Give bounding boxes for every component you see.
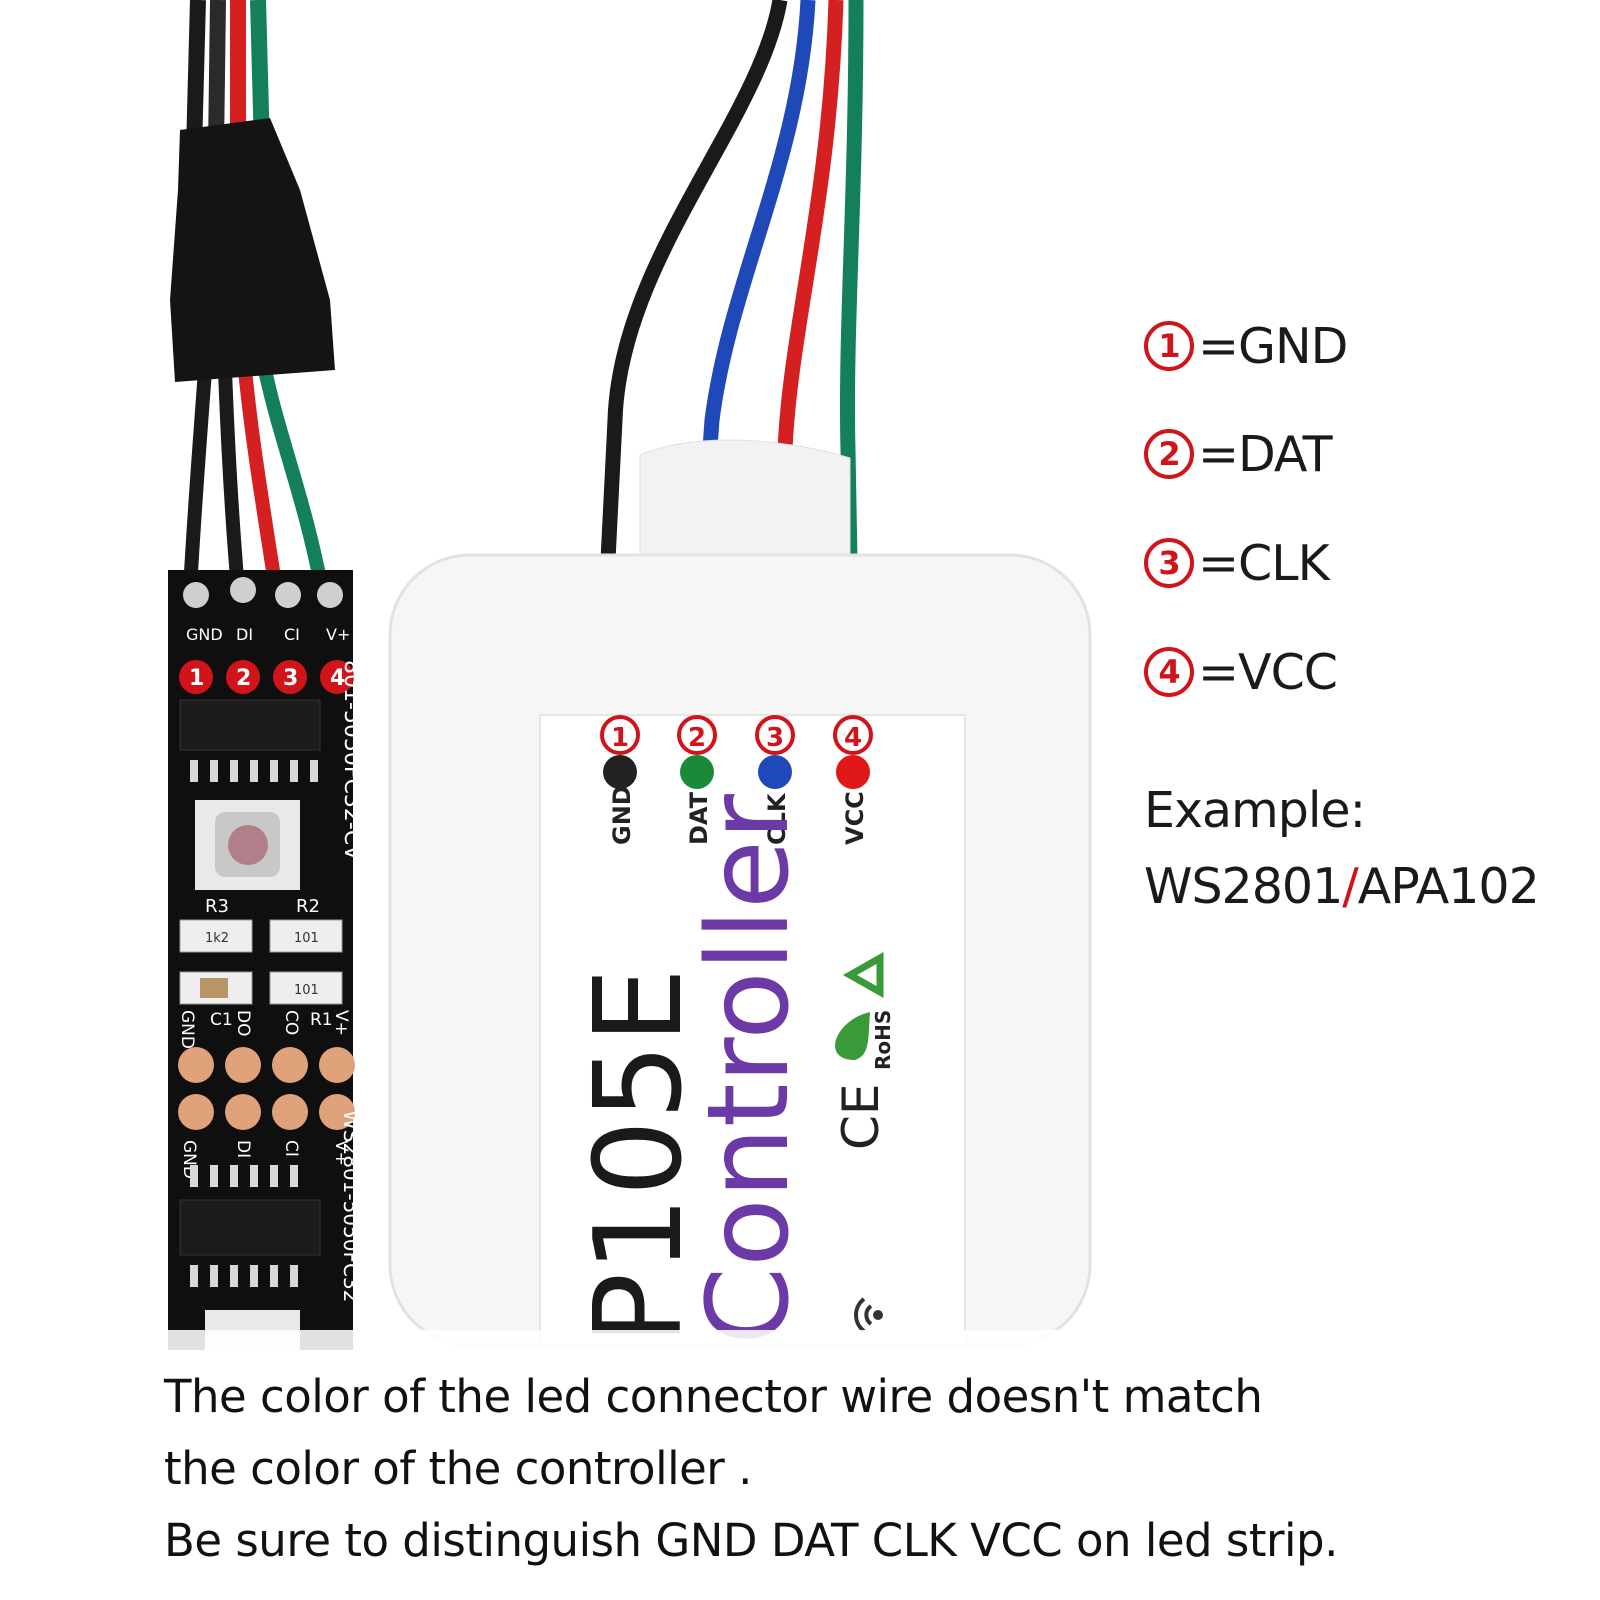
controller-name: Controller: [684, 793, 814, 1345]
leaf-icon: [835, 1012, 870, 1060]
controller-pin-number: 4: [844, 723, 862, 753]
controller-pin-label: DAT: [685, 791, 713, 845]
strip-top-pin-label: GND: [186, 625, 223, 644]
controller-pin-label: GND: [608, 785, 636, 845]
legend-label: =CLK: [1198, 534, 1330, 592]
wifi-icon: [854, 1297, 883, 1333]
strip-number-badge: 2: [236, 666, 251, 691]
legend-row-gnd: 1 =GND: [1144, 316, 1348, 376]
strip-mid-pin-label: V+: [331, 1010, 351, 1036]
strip-top-pin-label: DI: [236, 625, 253, 644]
note-line-3: Be sure to distinguish GND DAT CLK VCC o…: [164, 1514, 1338, 1567]
pin-dot-vcc: [836, 755, 870, 789]
controller-pin-legend: 1 2 3 4 GND DAT CLK VCC: [600, 715, 873, 845]
strip-number-badge: 4: [330, 666, 345, 691]
controller-body: [388, 439, 1092, 1347]
strip-mid-pin-label: DO: [233, 1010, 253, 1036]
legend-row-clk: 3 =CLK: [1144, 533, 1330, 593]
ic-chip: [179, 699, 321, 751]
pin-dot-gnd: [603, 755, 637, 789]
note-line-2: the color of the controller .: [164, 1442, 752, 1495]
pin-dot-clk: [758, 755, 792, 789]
strip-res-label: R1: [310, 1010, 333, 1030]
cert-marks: CE RoHS: [832, 951, 895, 1333]
strip-number-badge: 1: [189, 666, 204, 691]
resistor-code: 101: [294, 983, 319, 998]
strip-bot-pin-label: V+: [331, 1140, 351, 1166]
ic-chip: [179, 1199, 321, 1256]
controller-pin-label: CLK: [763, 792, 791, 845]
note-line-1: The color of the led connector wire does…: [164, 1370, 1263, 1423]
strip-top-pin-label: V+: [326, 625, 350, 644]
strip-number-badge: 3: [283, 666, 298, 691]
controller-pin-number: 1: [611, 723, 629, 753]
resistor-code: 1k2: [205, 931, 229, 946]
led-strip: GND DI CI V+ 1 2 3 4 801-5050FC32-CV R3: [168, 570, 364, 1350]
strip-mid-pin-label: CO: [281, 1010, 301, 1035]
controller-pin-number: 2: [688, 723, 706, 753]
legend-label: =DAT: [1198, 425, 1333, 483]
strip-cap-label: C1: [210, 1010, 233, 1030]
heat-shrink-sleeve: [170, 118, 335, 382]
strip-bot-pin-label: CI: [281, 1140, 301, 1157]
example-heading: Example:: [1144, 782, 1366, 839]
strip-res-label: R2: [296, 896, 320, 917]
strip-mid-pin-label: GND: [177, 1010, 197, 1049]
legend-label: =VCC: [1198, 643, 1338, 701]
ce-mark: CE: [832, 1083, 890, 1150]
strip-bot-pin-label: DI: [233, 1140, 253, 1158]
example-models: WS2801/APA102: [1144, 858, 1540, 915]
resistor-code: 101: [294, 931, 319, 946]
strip-wire-bundle: [183, 0, 329, 592]
rohs-mark: RoHS: [871, 1010, 895, 1070]
recycle-icon: [842, 951, 884, 999]
number-badge: 1: [1144, 321, 1194, 371]
number-badge: 2: [1144, 429, 1194, 479]
controller-model: P105E: [570, 968, 709, 1345]
strip-res-label: R3: [205, 896, 229, 917]
strip-part-label-2: WS2801-5050FC32: [339, 1110, 363, 1302]
controller-pin-number: 3: [766, 723, 784, 753]
number-badge: 4: [1144, 647, 1194, 697]
example-slash: /: [1342, 858, 1358, 915]
strip-part-label: 801-5050FC32-CV: [339, 660, 364, 860]
legend-label: =GND: [1198, 317, 1348, 375]
example-model-a: WS2801: [1144, 858, 1343, 915]
controller-pin-label: VCC: [841, 791, 869, 845]
number-badge: 3: [1144, 538, 1194, 588]
pin-dot-dat: [680, 755, 714, 789]
legend-row-dat: 2 =DAT: [1144, 424, 1333, 484]
legend-row-vcc: 4 =VCC: [1144, 642, 1338, 702]
strip-top-pin-label: CI: [284, 625, 300, 644]
controller-wires: [600, 0, 864, 561]
example-model-b: APA102: [1357, 858, 1540, 915]
